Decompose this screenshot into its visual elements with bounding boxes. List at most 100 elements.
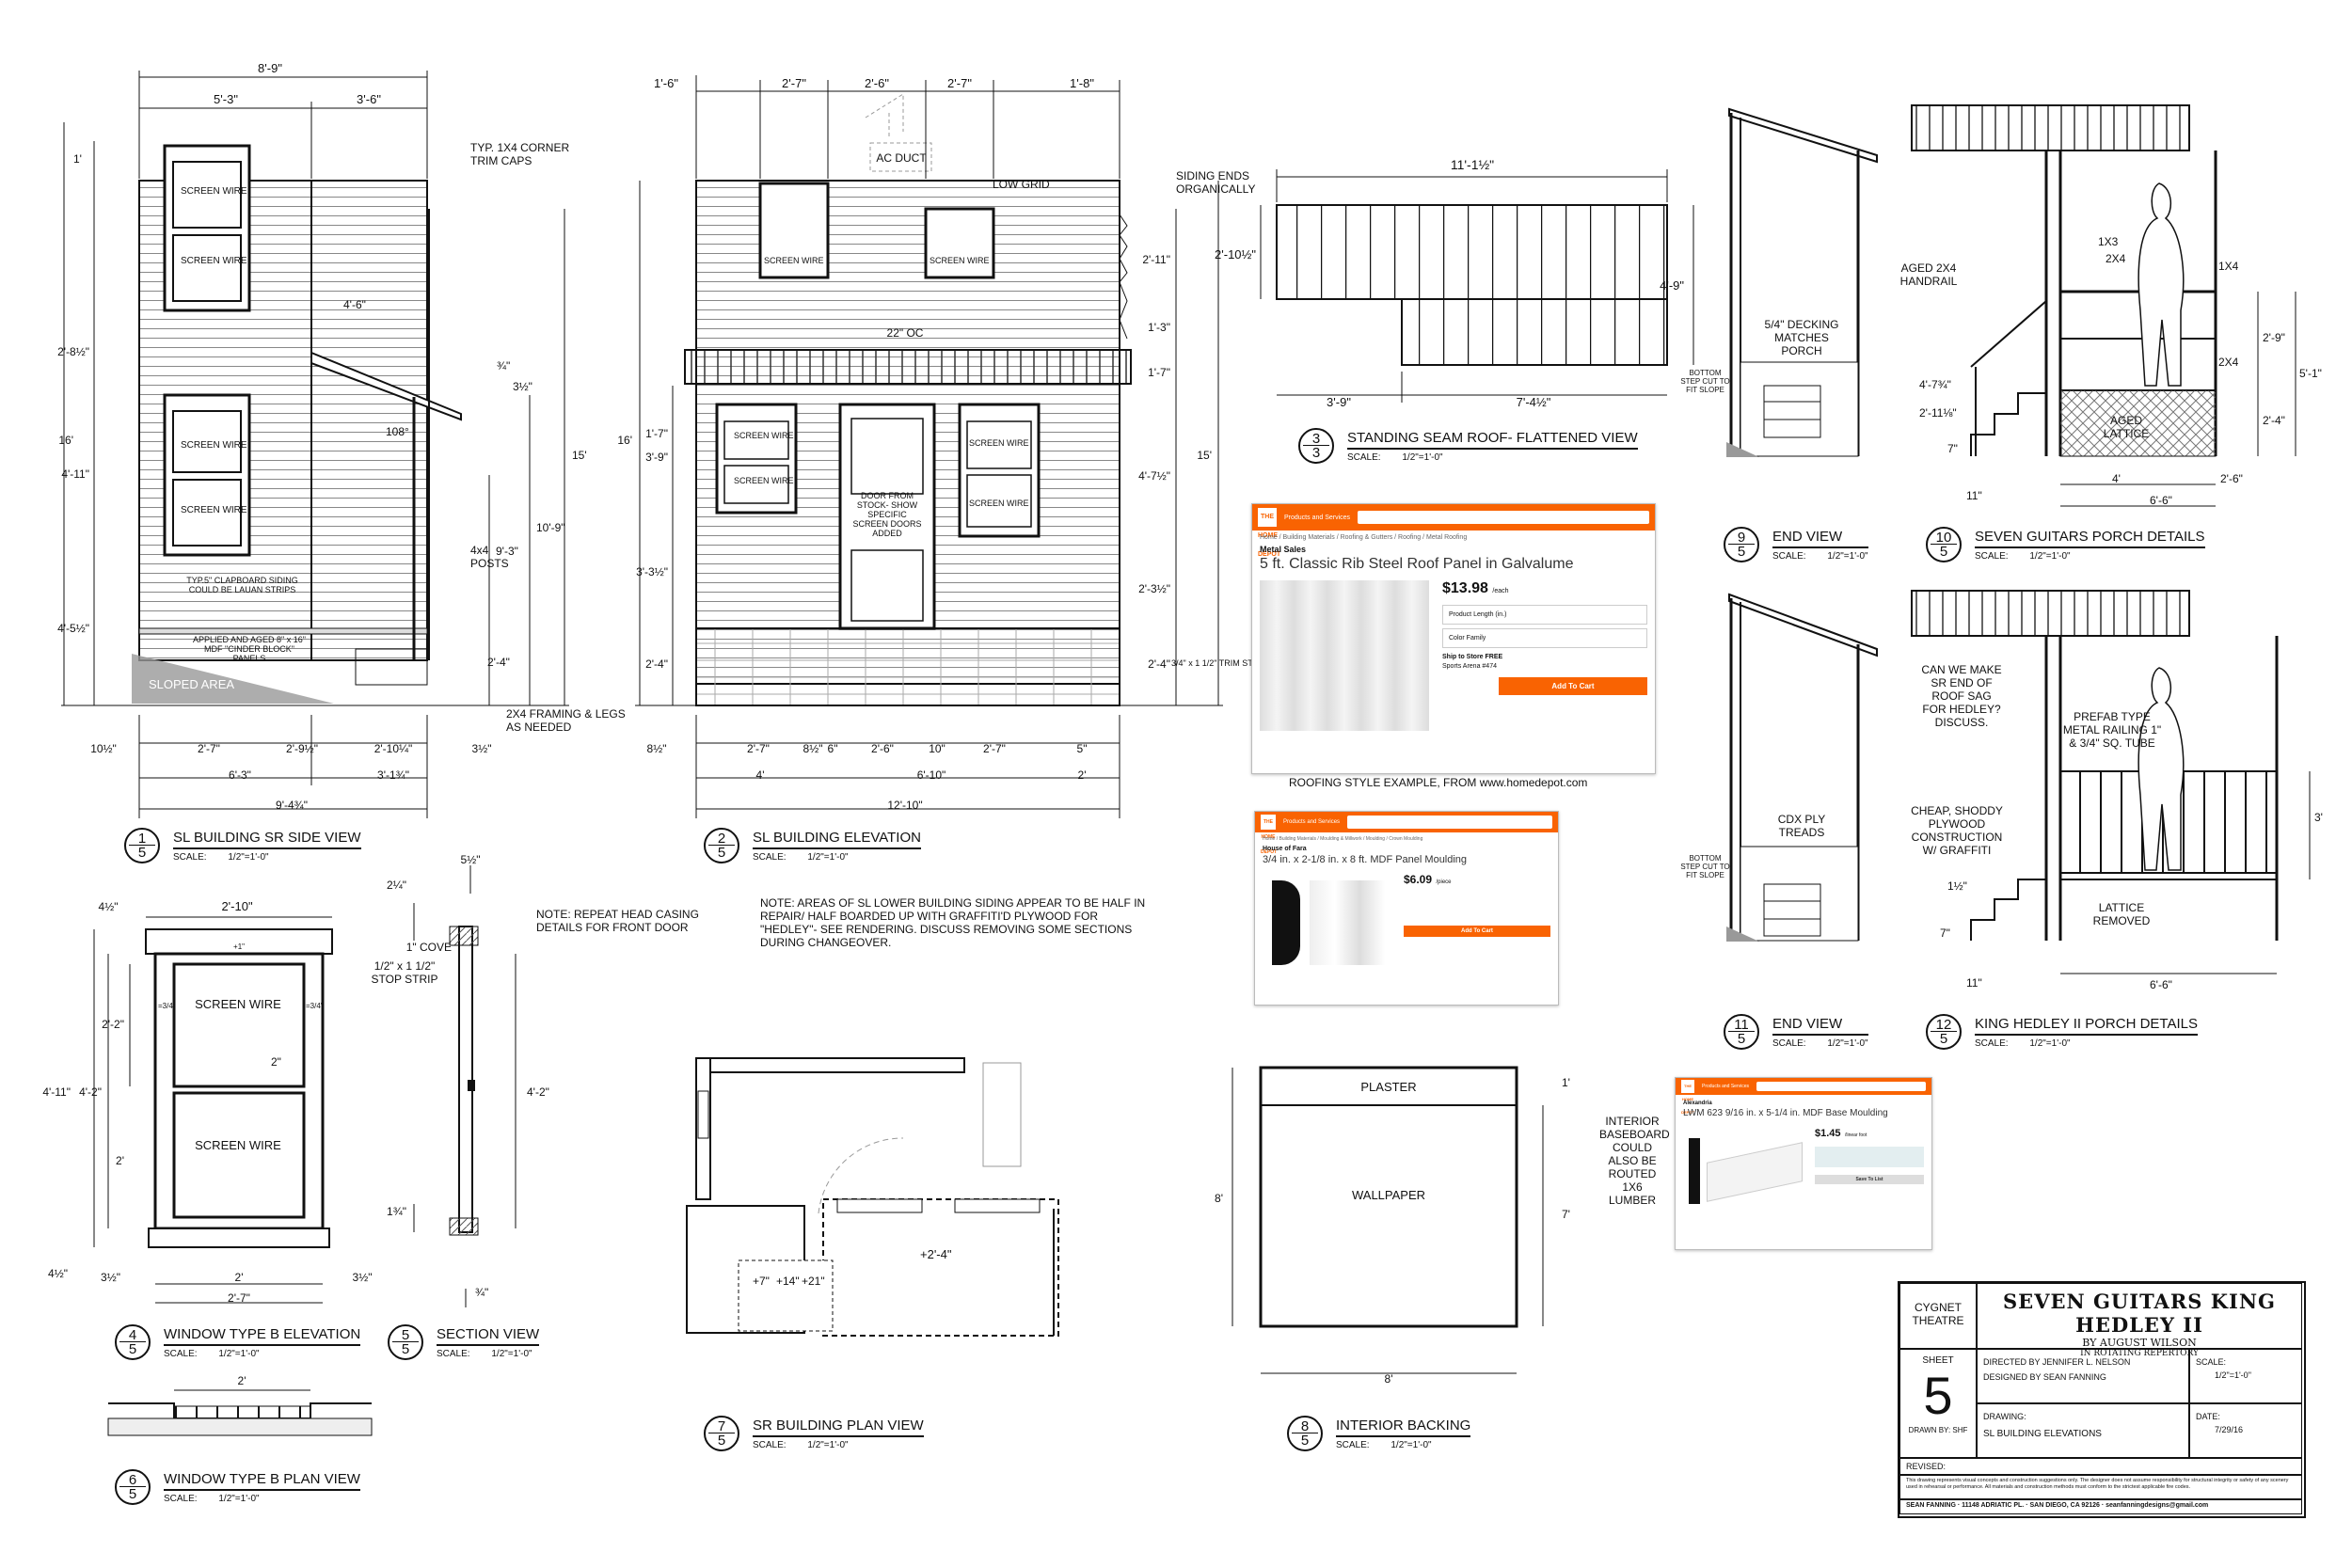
v7-dim-1: +14" (776, 1275, 800, 1288)
hd3-search-bar (1756, 1082, 1926, 1091)
revised-cell: REVISED: (1899, 1458, 2302, 1475)
hd1-add-to-cart: Add To Cart (1499, 677, 1647, 695)
sheet-label: SHEET (1922, 1355, 1954, 1366)
hd3-price: $1.45 (1815, 1128, 1841, 1139)
view-bubble-8-sheet: 5 (1300, 1433, 1310, 1449)
view-title-1-scale-label: SCALE: (173, 851, 207, 863)
view-bubble-1-sheet: 5 (137, 845, 147, 861)
v10-label-0: 1X3 (2098, 235, 2119, 248)
v2-dim-right-1: 1'-3" (1148, 321, 1170, 334)
v7-dim-0: +7" (753, 1275, 770, 1288)
view-12-drawing (1911, 590, 2311, 974)
v1-dim-bottom-0: 10½" (90, 742, 117, 755)
view-8-drawing (1232, 1066, 1544, 1374)
hd1-caption: ROOFING STYLE EXAMPLE, FROM www.homedepo… (1289, 776, 1588, 789)
v2-dim-right-0: 2'-11" (1142, 253, 1170, 266)
show-rep: IN ROTATING REPERTORY (2080, 1349, 2199, 1358)
v5-dim-3: 1¾" (387, 1205, 406, 1218)
view-bubble-12-sheet: 5 (1939, 1031, 1948, 1047)
view-bubble-11-sheet: 5 (1737, 1031, 1746, 1047)
v2-dim-bottom-9: 6'-10" (917, 768, 946, 782)
v5-dim-0: 5½" (461, 853, 481, 866)
view-title-4-name: WINDOW TYPE B ELEVATION (164, 1326, 361, 1346)
v2-dim-bottom-4: 2'-6" (871, 742, 894, 755)
v1-note-framing: 2X4 FRAMING & LEGS AS NEEDED (506, 707, 626, 734)
hd3-logo: THE HOME DEPOT (1681, 1080, 1694, 1115)
v1-dim-right-0: 4'-6" (343, 298, 366, 311)
homedepot-roof-panel-screenshot: THE HOME DEPOT Products and Services Hom… (1251, 503, 1656, 774)
v10-dim-0: 4'-7¾" (1919, 378, 1951, 391)
v10-label-2: 1X4 (2218, 260, 2239, 273)
v3-dim-4: 7'-4½" (1517, 395, 1551, 409)
date-cell: DATE: 7/29/16 (2189, 1403, 2302, 1458)
v4-dim-6: 2' (116, 1154, 124, 1167)
drawing-name: SL BUILDING ELEVATIONS (1983, 1429, 2102, 1439)
view-9-drawing (1726, 107, 1878, 457)
hd1-breadcrumb: Home / Building Materials / Roofing & Gu… (1260, 534, 1468, 541)
hd1-title: 5 ft. Classic Rib Steel Roof Panel in Ga… (1260, 556, 1574, 572)
v1-dim-bottom-3: 2'-10¼" (374, 742, 413, 755)
drawing-label: DRAWING: (1983, 1412, 2026, 1421)
v10-label-4: AGED LATTICE (2103, 414, 2150, 440)
v12-dim-1: 7" (1940, 927, 1950, 940)
v6-dim: 2' (238, 1374, 246, 1387)
view-title-11-scale: 1/2"=1'-0" (1827, 1037, 1868, 1049)
v10-label-1: 2X4 (2106, 252, 2126, 265)
theatre-cell: CYGNET THEATRE (1899, 1283, 1977, 1349)
v1-dim-bottom-5: 6'-3" (229, 768, 251, 782)
v8-dim-0: 1' (1562, 1076, 1570, 1089)
hd1-option-2: Color Family (1442, 628, 1647, 648)
v2-dim-bottom-1: 2'-7" (747, 742, 770, 755)
v2-screen-2: SCREEN WIRE (930, 256, 990, 265)
scale-value: 1/2"=1'-0" (2215, 1370, 2251, 1380)
v1-note-posts: 4x4 POSTS (470, 544, 509, 570)
view-bubble-6-num: 6 (128, 1472, 137, 1488)
v2-dim-bottom-7: 5" (1077, 742, 1088, 755)
v2-low-grid: LOW GRID (993, 178, 1050, 191)
v1-dim-right-2: 3½" (513, 380, 532, 393)
v2-siding-ends: SIDING ENDS ORGANICALLY (1176, 169, 1256, 196)
hd2-menu: Products and Services (1283, 819, 1341, 825)
view-5-drawing (413, 865, 479, 1307)
view-title-12-scale: 1/2"=1'-0" (2029, 1037, 2071, 1049)
view-title-6-name: WINDOW TYPE B PLAN VIEW (164, 1471, 360, 1491)
v4-dim-7: 4½" (48, 1267, 68, 1280)
v1-screen-4: SCREEN WIRE (181, 505, 247, 515)
hd2-breadcrumb: Home / Building Materials / Moulding & M… (1263, 836, 1423, 842)
v2-dim-top-4: 1'-8" (1070, 76, 1094, 90)
v10-dim-4: 4' (2112, 472, 2121, 485)
v1-note-sloped: SLOPED AREA (149, 677, 235, 691)
v2-screen-6: SCREEN WIRE (969, 499, 1029, 508)
v9-decking: 5/4" DECKING MATCHES PORCH (1764, 318, 1839, 357)
v9-step: BOTTOM STEP CUT TO FIT SLOPE (1680, 369, 1730, 394)
view-title-11-name: END VIEW (1772, 1016, 1868, 1036)
hd1-unit: /each (1492, 588, 1509, 594)
hd2-add-to-cart: Add To Cart (1404, 926, 1550, 937)
v4-dim-1: 2'-10" (221, 899, 253, 913)
v1-screen-3: SCREEN WIRE (181, 440, 247, 451)
view-title-4-scale: 1/2"=1'-0" (218, 1348, 260, 1359)
view-title-3-scale-label: SCALE: (1347, 451, 1381, 463)
v12-lattice: LATTICE REMOVED (2092, 901, 2151, 927)
v1-dim-left-2: 16' (58, 434, 73, 447)
show-title: SEVEN GUITARS KING HEDLEY II (2003, 1290, 2276, 1337)
view-bubble-3-sheet: 3 (1311, 445, 1321, 461)
date-value: 7/29/16 (2215, 1425, 2244, 1434)
view-bubble-10-num: 10 (1935, 530, 1952, 546)
view-bubble-2-num: 2 (717, 831, 726, 847)
credits-cell: DIRECTED BY JENNIFER L. NELSON DESIGNED … (1977, 1349, 2189, 1403)
v2-dim-left-0: 16' (617, 434, 632, 447)
v11-step: BOTTOM STEP CUT TO FIT SLOPE (1680, 854, 1730, 879)
v1-dim-left-1: 2'-8½" (57, 345, 89, 358)
view-title-7-name: SR BUILDING PLAN VIEW (753, 1418, 924, 1437)
director: DIRECTED BY JENNIFER L. NELSON (1983, 1357, 2131, 1367)
view-title-7-scale-label: SCALE: (753, 1439, 787, 1450)
view-bubble-4-sheet: 5 (128, 1341, 137, 1357)
